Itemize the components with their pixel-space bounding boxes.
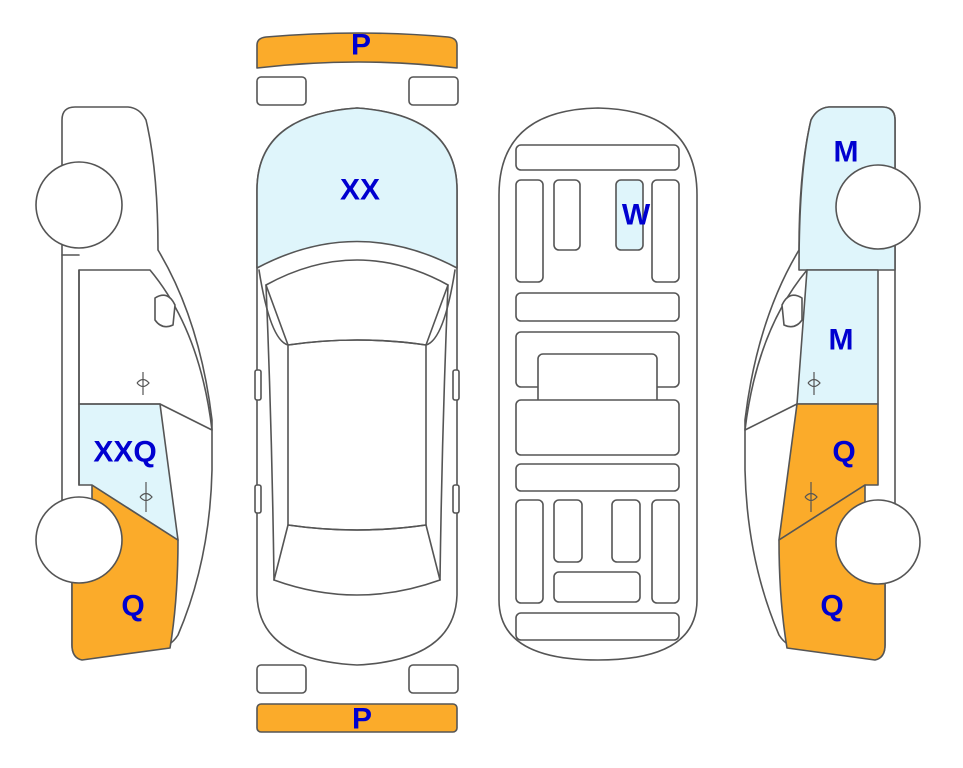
top-left-pillar bbox=[258, 269, 289, 346]
left-rear-handle bbox=[136, 372, 150, 395]
roof-panel-7 bbox=[515, 399, 680, 456]
roof-panel-1 bbox=[515, 144, 680, 171]
right-mirror-side bbox=[781, 294, 803, 328]
rear-bumper-label: P bbox=[352, 703, 372, 736]
right-front-window bbox=[744, 269, 808, 431]
roof-panel-8 bbox=[515, 463, 680, 492]
roof-panel-13 bbox=[553, 571, 641, 603]
right-front-fender-label: Q bbox=[820, 590, 843, 623]
front-bumper-shape[interactable] bbox=[256, 32, 458, 69]
front-bumper-label: P bbox=[351, 29, 371, 62]
roof-panel-4 bbox=[651, 179, 680, 283]
right-front-door-label: Q bbox=[832, 436, 855, 469]
roof-panel-14 bbox=[515, 612, 680, 641]
roof-panel-5 bbox=[515, 292, 680, 322]
top-left-side bbox=[265, 284, 275, 581]
roof-panel-highlight[interactable] bbox=[615, 179, 644, 251]
roof-view: W bbox=[498, 107, 698, 661]
roof-panel-10 bbox=[553, 499, 583, 563]
right-rear-wheel bbox=[835, 164, 921, 250]
right-rear-handle bbox=[807, 372, 821, 395]
right-rear-door-label: M bbox=[829, 324, 854, 357]
right-front-wheel bbox=[835, 499, 921, 585]
left-front-fender-label: Q bbox=[121, 590, 144, 623]
roof-panel-11 bbox=[611, 499, 641, 563]
roof-panel-9 bbox=[515, 499, 544, 604]
right-front-handle bbox=[804, 482, 818, 512]
right-handle bbox=[452, 484, 460, 514]
top-view: P XX P bbox=[254, 29, 460, 736]
hood-shape[interactable] bbox=[256, 107, 458, 269]
left-rear-door bbox=[78, 269, 213, 431]
left-front-wheel bbox=[35, 496, 123, 584]
left-side-view: XXQ Q bbox=[35, 106, 213, 661]
right-front-door-shape[interactable] bbox=[778, 403, 879, 541]
left-front-handle bbox=[139, 482, 153, 512]
right-mirror bbox=[452, 369, 460, 401]
front-right-light bbox=[408, 76, 459, 106]
rear-bumper-shape[interactable] bbox=[256, 703, 458, 733]
hood-label: XX bbox=[340, 174, 380, 207]
roof-panel-12 bbox=[651, 499, 680, 604]
top-right-pillar bbox=[425, 269, 456, 346]
roof-panel-2 bbox=[515, 179, 544, 283]
left-front-door-label: XXQ bbox=[93, 436, 156, 469]
top-right-side bbox=[439, 284, 449, 581]
roof-panel-label: W bbox=[622, 199, 651, 232]
left-handle bbox=[254, 484, 262, 514]
roof-panel-3 bbox=[553, 179, 581, 251]
front-left-light bbox=[256, 76, 307, 106]
left-rear-wheel bbox=[35, 161, 123, 249]
right-rear-quarter-label: M bbox=[834, 136, 859, 169]
rear-right-light bbox=[408, 664, 459, 694]
left-mirror bbox=[254, 369, 262, 401]
right-side-view: M M Q Q bbox=[744, 106, 921, 661]
rear-left-light bbox=[256, 664, 307, 694]
left-mirror-side bbox=[154, 294, 176, 328]
